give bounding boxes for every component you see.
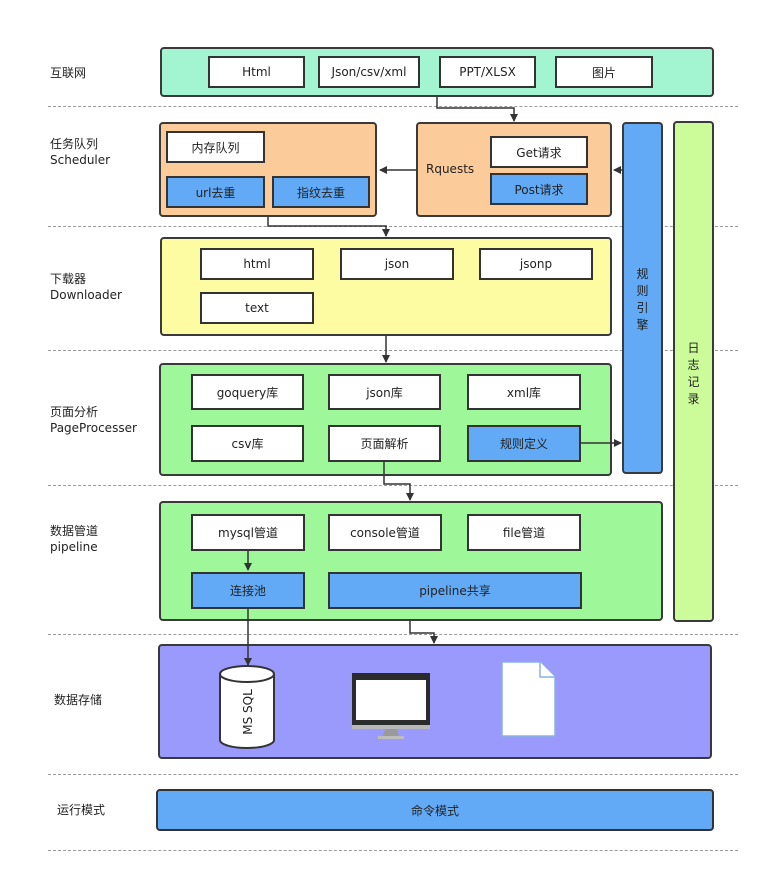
xml-lib-box: xml库 [467,374,581,410]
internet-html: Html [208,56,305,88]
downloader-json: json [340,248,454,280]
layer-label-pipeline-cn: 数据管道 [50,524,99,538]
rule-engine-char: 擎 [636,318,649,332]
downloader-jsonp: jsonp [479,248,593,280]
get-request-box: Get请求 [490,136,588,168]
rule-engine-char: 引 [636,301,649,315]
log-char: 录 [687,392,700,406]
fingerprint-dedup-box: 指纹去重 [272,176,370,208]
json-lib-box: json库 [328,374,441,410]
goquery-box: goquery库 [191,374,304,410]
mysql-pipeline-box: mysql管道 [191,514,305,551]
rule-definition-box: 规则定义 [467,425,581,462]
memory-queue-box: 内存队列 [166,131,265,163]
csv-lib-box: csv库 [191,425,304,462]
rule-engine-label: 规 则 引 擎 [622,266,663,334]
connection-pool-box: 连接池 [191,572,305,609]
downloader-html: html [200,248,314,280]
layer-label-pipeline-en: pipeline [50,540,98,554]
internet-json-csv-xml: Json/csv/xml [318,56,420,88]
post-request-box: Post请求 [490,173,588,205]
log-char: 日 [687,341,700,355]
database-icon [219,665,275,749]
pipeline-share-box: pipeline共享 [328,572,582,609]
layer-label-downloader-cn: 下载器 [50,272,87,286]
document-icon [501,661,556,737]
layer-label-run-mode: 运行模式 [57,803,106,817]
monitor-icon [352,673,430,739]
url-dedup-box: url去重 [166,176,265,208]
layer-label-storage: 数据存储 [54,693,103,707]
command-mode-box: 命令模式 [156,789,714,831]
page-parse-box: 页面解析 [328,425,441,462]
rule-engine-char: 则 [636,284,649,298]
rule-engine-panel [622,122,663,474]
internet-image: 图片 [555,56,653,88]
log-panel [673,121,714,622]
database-label: MS SQL [241,689,255,735]
file-pipeline-box: file管道 [467,514,581,551]
console-pipeline-box: console管道 [328,514,442,551]
arrow-share-to-storage [409,621,438,644]
rule-engine-char: 规 [636,267,649,281]
arrow-internet-to-requests [436,97,518,122]
log-label: 日 志 记 录 [673,340,714,408]
layer-label-downloader-en: Downloader [50,288,122,302]
layer-label-internet: 互联网 [50,66,87,80]
arrow-processer-to-pipeline [383,462,414,501]
log-char: 志 [687,358,700,372]
layer-label-processer-en: PageProcesser [50,421,137,435]
internet-ppt-xlsx: PPT/XLSX [439,56,536,88]
layer-label-scheduler-cn: 任务队列 [50,137,99,151]
requests-label: Rquests [426,162,475,176]
layer-label-scheduler-en: Scheduler [50,153,111,167]
arrow-scheduler-to-downloader [267,217,390,237]
log-char: 记 [687,375,700,389]
layer-label-processer-cn: 页面分析 [50,405,99,419]
downloader-text: text [200,292,314,324]
